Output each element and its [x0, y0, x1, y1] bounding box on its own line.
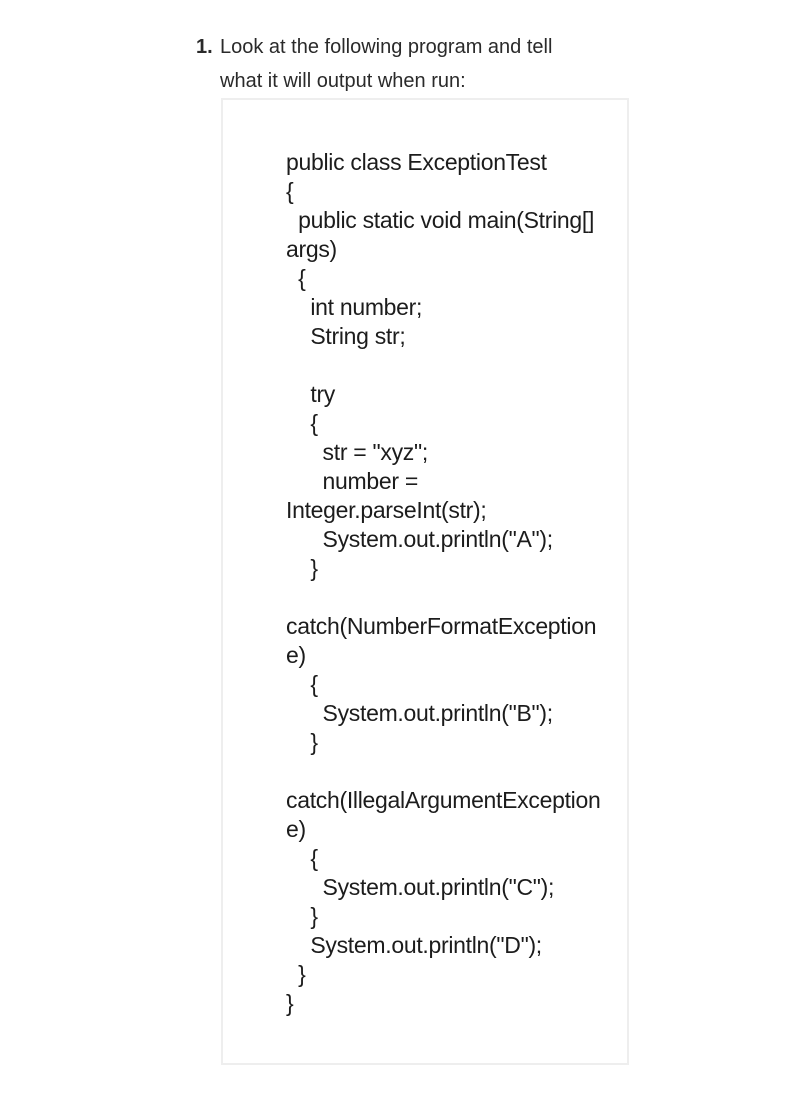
code-line: number = [286, 468, 419, 494]
code-line: try [286, 381, 336, 407]
code-line: } [286, 729, 318, 755]
code-line: catch(IllegalArgumentException [286, 787, 601, 813]
question-text-line-1: Look at the following program and tell [220, 36, 553, 58]
code-listing: public class ExceptionTest { public stati… [286, 148, 601, 1018]
code-line: { [286, 845, 318, 871]
code-line: e) [286, 642, 306, 668]
question-text-line-2: what it will output when run: [220, 70, 466, 92]
question-header: 1. Look at the following program and tel… [196, 30, 636, 98]
code-line: public class ExceptionTest [286, 149, 547, 175]
code-line: catch(NumberFormatException [286, 613, 597, 639]
code-line: args) [286, 236, 337, 262]
code-line: } [286, 990, 294, 1016]
code-line: { [286, 410, 318, 436]
code-line [286, 757, 600, 786]
code-line [286, 583, 600, 612]
code-line: int number; [286, 294, 423, 320]
code-line: public static void main(String[] [286, 207, 595, 233]
code-line: e) [286, 816, 306, 842]
code-line [286, 351, 600, 380]
question-number: 1. [196, 36, 213, 58]
code-line: } [286, 961, 306, 987]
code-line: System.out.println("D"); [286, 932, 542, 958]
code-line: System.out.println("A"); [286, 526, 554, 552]
code-line: } [286, 555, 318, 581]
code-block: public class ExceptionTest { public stati… [221, 98, 629, 1065]
code-line: { [286, 671, 318, 697]
code-line: str = "xyz"; [286, 439, 429, 465]
code-line: Integer.parseInt(str); [286, 497, 487, 523]
code-line: } [286, 903, 318, 929]
question: 1. Look at the following program and tel… [196, 30, 636, 98]
code-line: System.out.println("C"); [286, 874, 555, 900]
code-line: { [286, 265, 306, 291]
code-line: { [286, 178, 294, 204]
code-line: String str; [286, 323, 406, 349]
question-text: Look at the following program and tell w… [220, 30, 636, 98]
code-line: System.out.println("B"); [286, 700, 554, 726]
